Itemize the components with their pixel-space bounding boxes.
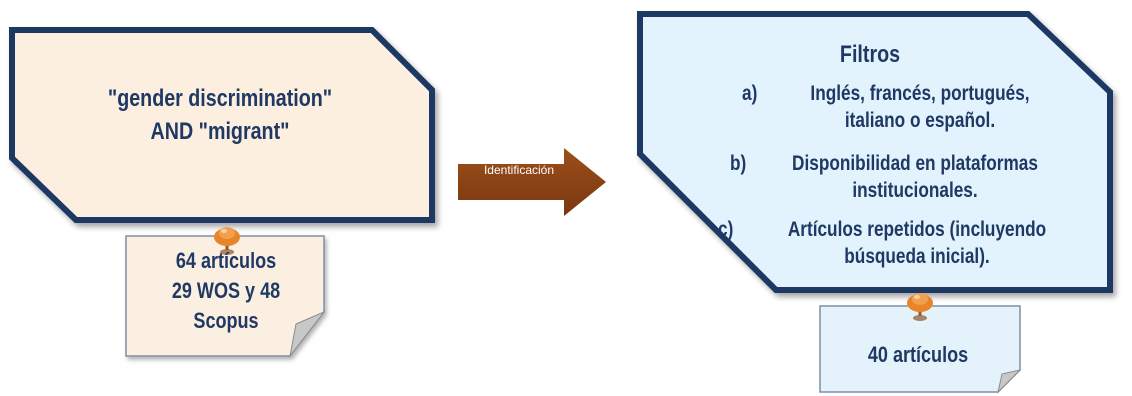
query-line: AND "migrant" [150, 118, 290, 145]
sticky-note-left-text: 64 artículos 29 WOS y 48 Scopus [146, 246, 307, 336]
filter-line: italiano o español. [844, 109, 996, 132]
page-curl [289, 310, 326, 357]
query-box [9, 27, 435, 223]
filter-text: Artículos repetidos (incluyendo búsqueda… [774, 216, 1061, 270]
filter-line: búsqueda inicial). [844, 245, 990, 268]
filter-letter: a) [742, 82, 758, 105]
note-line: 40 artículos [867, 342, 969, 367]
pushpin-icon [214, 227, 240, 255]
note-line: 64 artículos [175, 248, 277, 273]
pushpin-icon [907, 293, 933, 321]
filter-line: Inglés, francés, portugués, [810, 82, 1030, 105]
arrow-label: Identificación [483, 163, 555, 177]
filter-text: Inglés, francés, portugués, italiano o e… [797, 80, 1043, 134]
filter-line: Artículos repetidos (incluyendo [787, 218, 1047, 241]
filter-letter: b) [730, 152, 747, 175]
sticky-note-left [125, 235, 326, 357]
note-line: 29 WOS y 48 [171, 278, 281, 303]
query-text: "gender discrimination" AND "migrant" [64, 82, 376, 148]
filters-box [637, 11, 1113, 293]
query-line: "gender discrimination" [107, 85, 333, 112]
filters-title: Filtros [839, 41, 901, 68]
sticky-note-right [819, 305, 1022, 394]
filter-letter: c) [718, 218, 734, 241]
note-line: Scopus [193, 308, 259, 333]
sticky-note-right-text: 40 artículos [838, 340, 999, 370]
filter-line: Disponibilidad en plataformas [792, 152, 1038, 175]
filter-line: institucionales. [852, 179, 978, 202]
arrow-icon [458, 148, 606, 216]
filter-text: Disponibilidad en plataformas institucio… [780, 150, 1051, 204]
